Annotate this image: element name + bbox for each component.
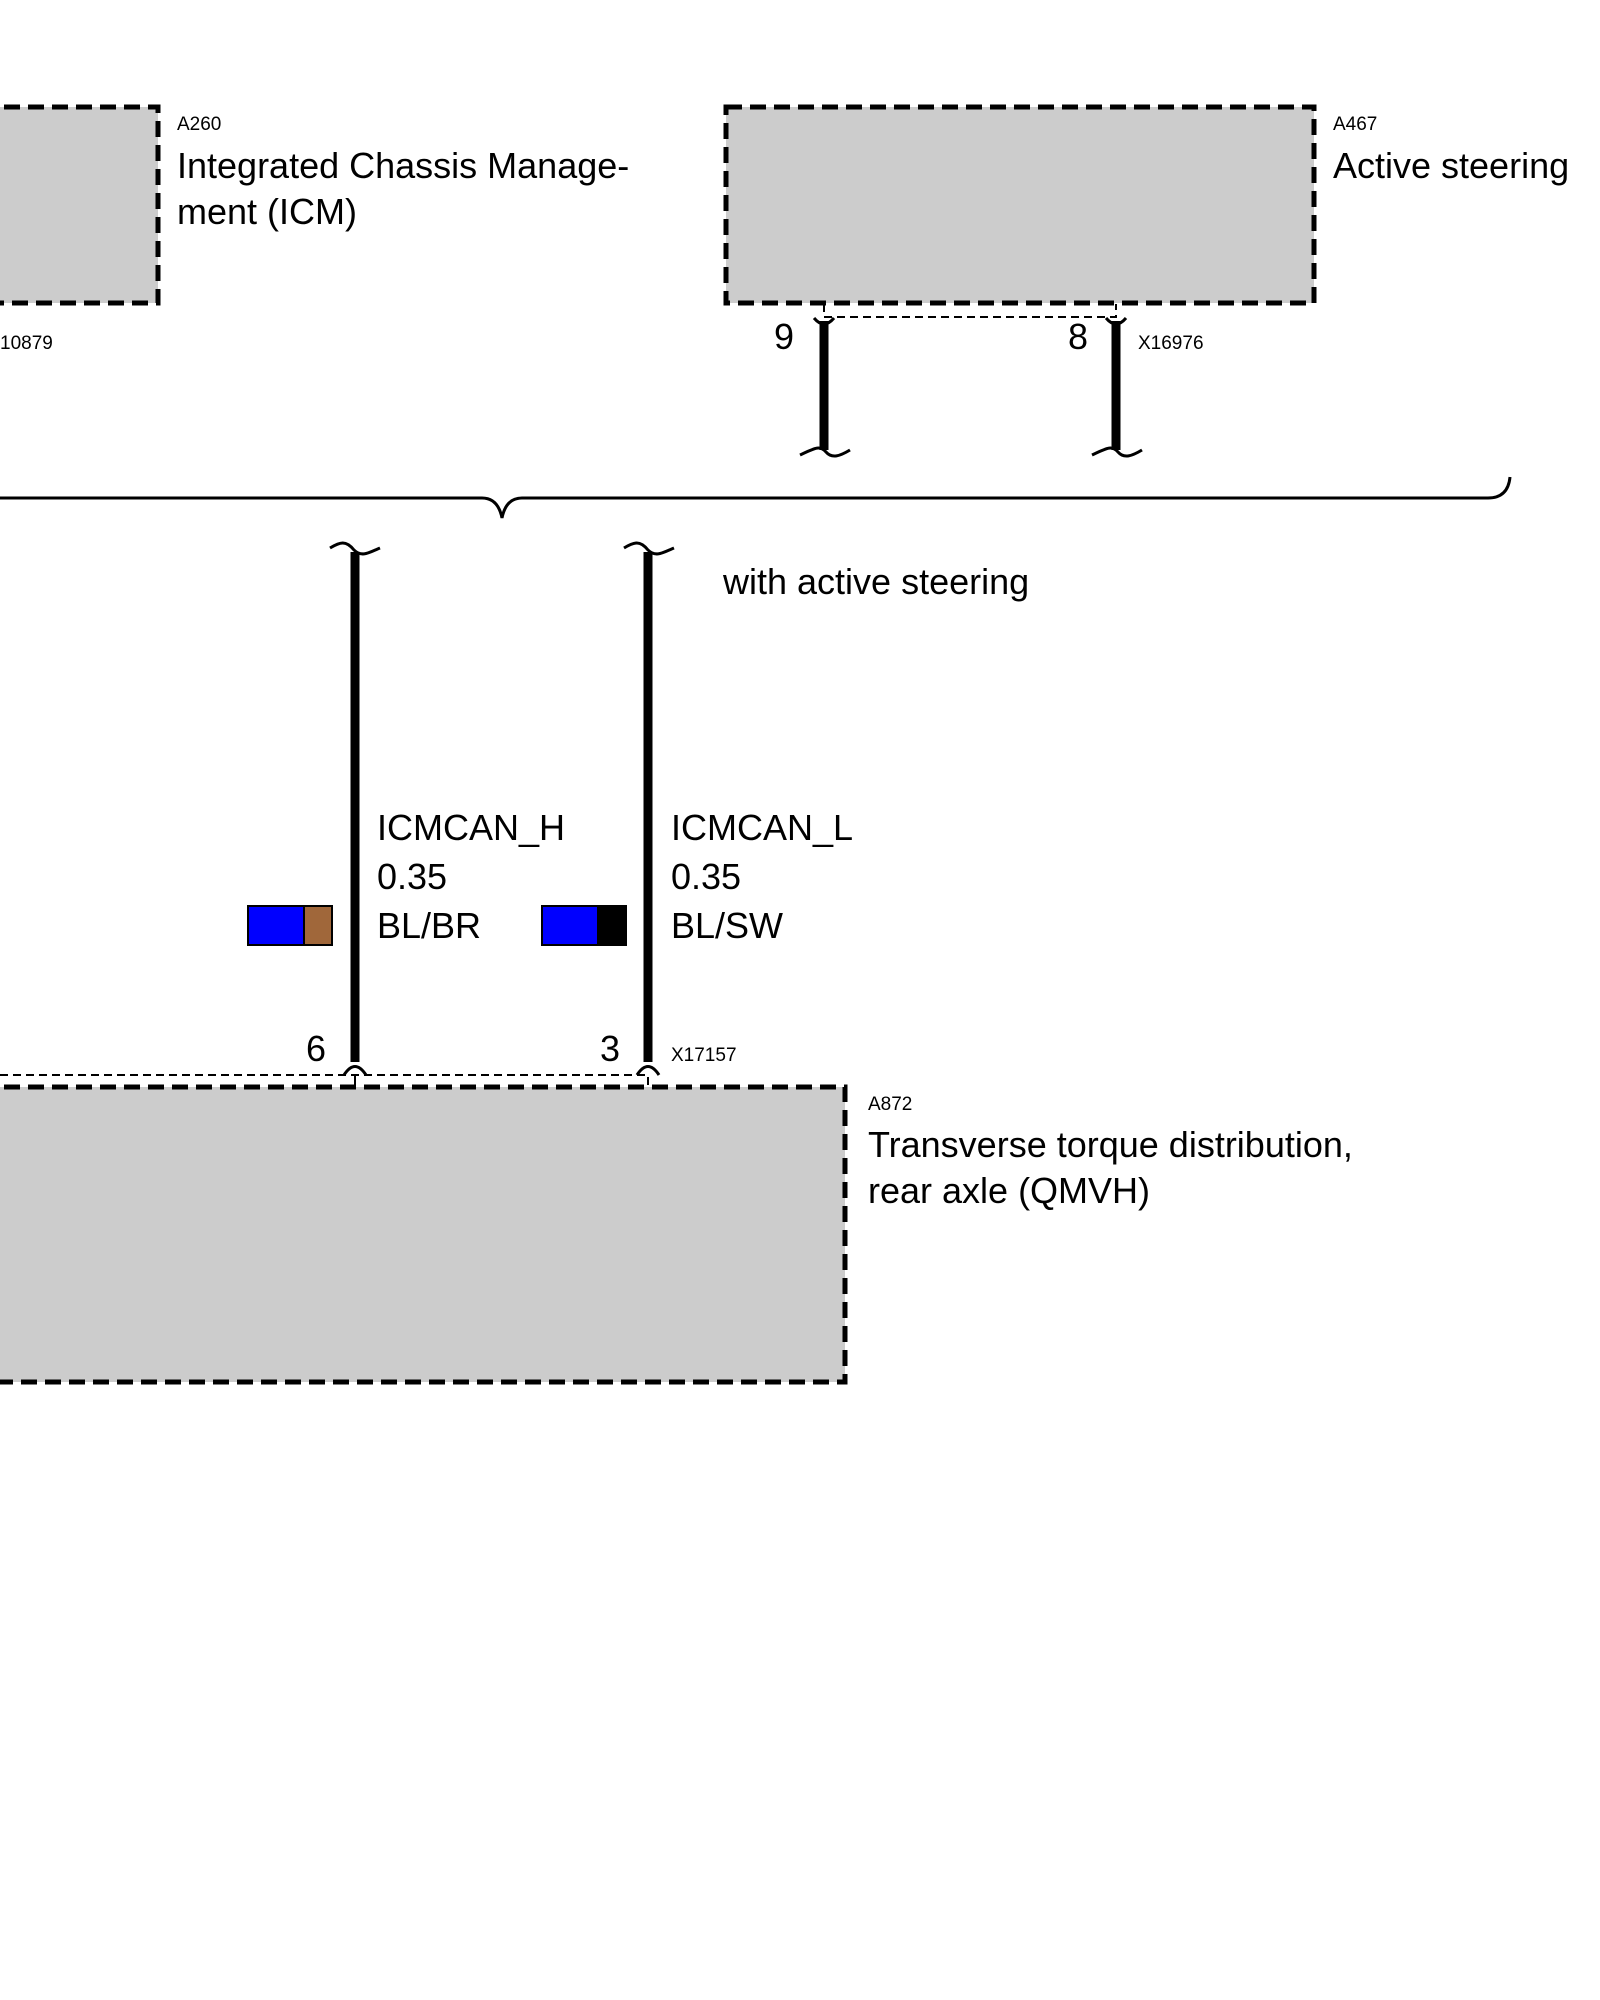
pin-3-label: 3 [600,1028,620,1069]
pin-6-label: 6 [306,1028,326,1069]
module-active-steering-connector: X16976 [1138,333,1204,354]
wire-icmcan-h-color-secondary [303,905,333,946]
wire-icmcan-l-break [623,541,675,556]
module-icm-code: A260 [177,114,221,135]
wire-icmcan-h-signal: ICMCAN_H [377,807,565,848]
pin-8-label: 8 [1068,316,1088,357]
module-qmvh[interactable]: A872 Transverse torque distribution, rea… [0,1084,1353,1385]
module-icm[interactable]: A260 Integrated Chassis Manage- ment (IC… [0,104,629,354]
pin-9[interactable]: 9 [774,316,851,458]
connector-x17157-outline [0,1074,649,1085]
wire-icmcan-l-color-secondary [597,905,627,946]
option-note: with active steering [722,561,1029,602]
pin-8[interactable]: 8 [1068,316,1143,458]
wire-icmcan-h-color-code: BL/BR [377,905,481,946]
wire-icmcan-h[interactable]: ICMCAN_H 0.35 BL/BR [247,541,565,1062]
wire-icmcan-l[interactable]: ICMCAN_L 0.35 BL/SW [541,541,853,1062]
module-icm-name-line2: ment (ICM) [177,191,357,232]
option-brace [0,476,1512,519]
module-qmvh-code: A872 [868,1094,912,1115]
pin-6[interactable]: 6 [306,1028,368,1076]
module-icm-name-line1: Integrated Chassis Manage- [177,145,629,186]
module-qmvh-connector: X17157 [671,1045,737,1066]
wire-icmcan-h-break [329,541,381,556]
pin-9-break [799,446,851,458]
module-icm-connector: 10879 [0,333,53,354]
wire-icmcan-l-color-swatch [541,905,627,946]
wire-icmcan-l-signal: ICMCAN_L [671,807,853,848]
connector-x16976-outline [823,304,1117,318]
pin-3-hook [635,1065,661,1076]
module-active-steering-name: Active steering [1333,145,1569,186]
wire-icmcan-h-gauge: 0.35 [377,856,447,897]
module-active-steering-box [723,104,1317,306]
wire-icmcan-l-color-code: BL/SW [671,905,783,946]
module-qmvh-name-line1: Transverse torque distribution, [868,1124,1353,1165]
module-icm-box [0,104,161,306]
pin-8-break [1091,446,1143,458]
module-active-steering[interactable]: A467 Active steering X16976 [723,104,1569,354]
pin-6-hook [342,1065,368,1076]
wire-icmcan-l-gauge: 0.35 [671,856,741,897]
wire-icmcan-h-color-swatch [247,905,333,946]
pin-9-label: 9 [774,316,794,357]
module-active-steering-code: A467 [1333,114,1377,135]
wire-icmcan-l-color-primary [541,905,599,946]
pin-3[interactable]: 3 [600,1028,661,1076]
module-qmvh-box [0,1084,848,1385]
module-qmvh-name-line2: rear axle (QMVH) [868,1170,1150,1211]
wire-icmcan-h-color-primary [247,905,305,946]
